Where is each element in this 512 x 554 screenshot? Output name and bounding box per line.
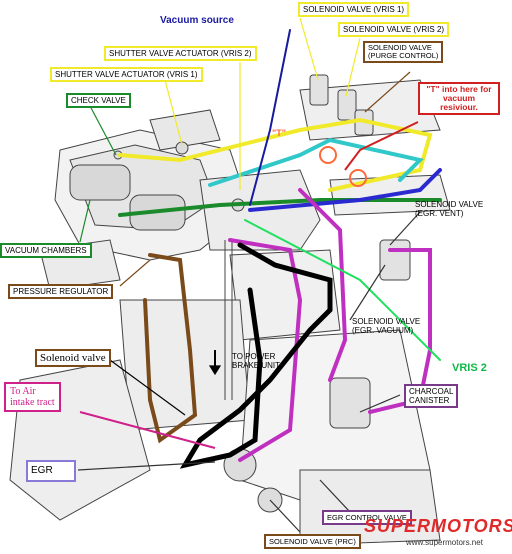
- watermark-brand: SUPERMOTORS: [364, 516, 512, 536]
- hose-blue-source: [249, 29, 291, 206]
- hose-black: [179, 242, 333, 469]
- power-brake-line1: TO POWER: [232, 352, 276, 361]
- hose-green: [118, 198, 442, 217]
- solenoid-vris2-label: SOLENOID VALVE (VRIS 2): [338, 22, 450, 37]
- hose-brown: [143, 253, 198, 444]
- power-brake-label: TO POWER BRAKE UNIT: [232, 352, 280, 370]
- power-brake-line2: BRAKE UNIT: [232, 361, 281, 370]
- leader-lines: [77, 17, 421, 533]
- tee-note-label: "T" into here for vacuum resiviour.: [418, 82, 500, 115]
- hose-cyan: [208, 137, 424, 187]
- tee-circle-2: [349, 169, 367, 187]
- solenoid-purge-line1: SOLENOID VALVE: [368, 43, 432, 52]
- egr-vacuum-line2: (EGR. VACUUM): [352, 326, 414, 335]
- hose-blue: [248, 168, 442, 212]
- egr-vent-label: SOLENOID VALVE (EGR. VENT): [415, 200, 483, 218]
- to-air-intake-label: To Air intake tract: [4, 382, 61, 412]
- hose-magenta-2: [298, 188, 348, 382]
- shutter-vris1-label: SHUTTER VALVE ACTUATOR (VRIS 1): [50, 67, 203, 82]
- egr-control-valve-label: EGR CONTROL VALVE: [322, 510, 412, 525]
- egr-vacuum-label: SOLENOID VALVE (EGR. VACUUM): [352, 317, 420, 335]
- check-valve-label: CHECK VALVE: [66, 93, 131, 108]
- solenoid-purge-control-label: SOLENOID VALVE (PURGE CONTROL): [363, 41, 444, 63]
- vris2-label: VRIS 2: [452, 362, 487, 374]
- vacuum-source-label: Vacuum source: [160, 15, 234, 26]
- shutter-vris2-label: SHUTTER VALVE ACTUATOR (VRIS 2): [104, 46, 257, 61]
- hose-yellow: [118, 117, 433, 192]
- hose-magenta: [228, 238, 303, 462]
- pressure-regulator-label: PRESSURE REGULATOR: [8, 284, 114, 299]
- tee-circle-1: [319, 146, 337, 164]
- hose-lime-vris2: [244, 219, 441, 361]
- egr-vent-line1: SOLENOID VALVE: [415, 200, 484, 209]
- solenoid-prc-label: SOLENOID VALVE (PRC): [264, 534, 361, 549]
- charcoal-canister-label: CHARCOAL CANISTER: [404, 384, 459, 408]
- vacuum-hoses: [118, 29, 442, 469]
- egr-label: EGR: [26, 460, 76, 482]
- solenoid-vris1-label: SOLENOID VALVE (VRIS 1): [298, 2, 410, 17]
- tee-mark-label: "T": [272, 128, 287, 138]
- vacuum-chambers-label: VACUUM CHAMBERS: [0, 243, 92, 258]
- watermark-url: www.supermotors.net: [406, 538, 483, 547]
- charcoal-line1: CHARCOAL: [409, 387, 454, 396]
- solenoid-valve-label: Solenoid valve: [35, 349, 111, 367]
- charcoal-line2: CANISTER: [409, 396, 450, 405]
- egr-vent-line2: (EGR. VENT): [415, 209, 464, 218]
- solenoid-purge-line2: (PURGE CONTROL): [368, 51, 439, 60]
- egr-vacuum-line1: SOLENOID VALVE: [352, 317, 421, 326]
